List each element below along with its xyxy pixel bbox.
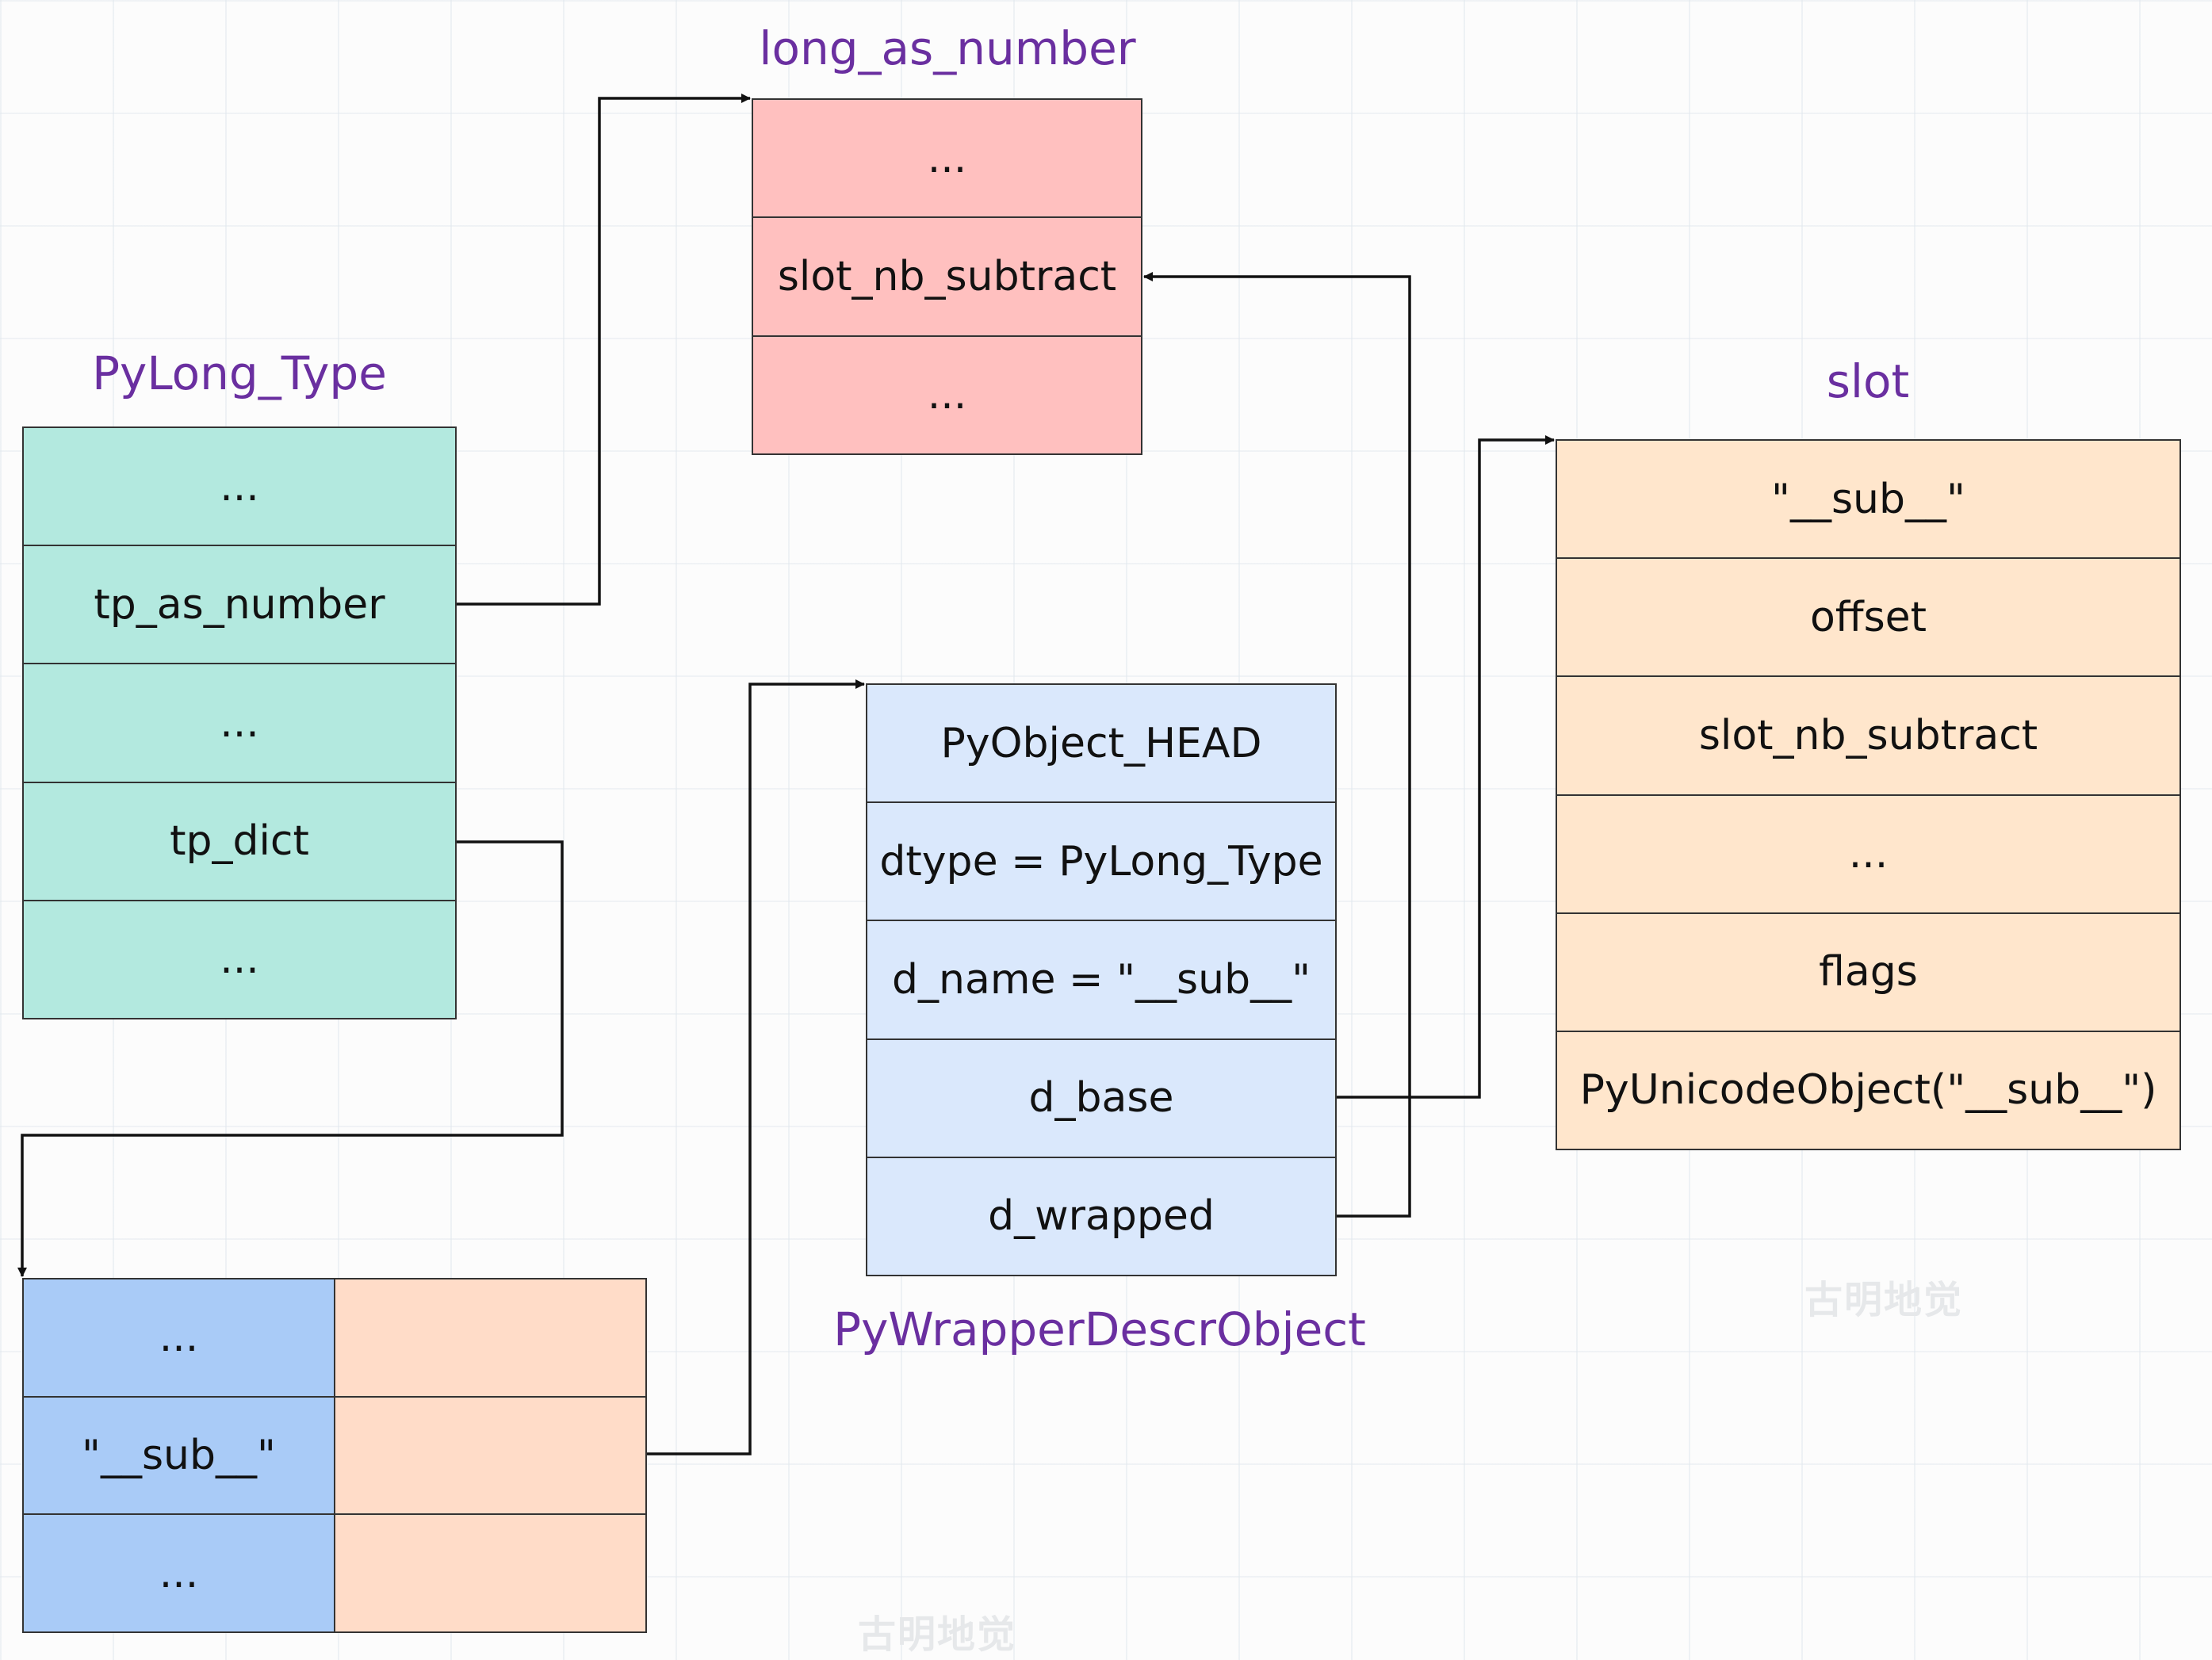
watermark: 古明地觉: [1804, 1278, 1964, 1322]
slot-cell: ...: [1557, 794, 2179, 912]
long-as-number-table: ... slot_nb_subtract ...: [752, 98, 1142, 455]
wrapper-descr-cell: d_base: [867, 1038, 1335, 1157]
dict-keys-column: ... "__sub__" ...: [24, 1279, 335, 1632]
long-as-number-title: long_as_number: [759, 21, 1136, 75]
slot-cell: offset: [1557, 557, 2179, 676]
wrapper-descr-table: PyObject_HEAD dtype = PyLong_Type d_name…: [866, 683, 1337, 1276]
slot-cell: "__sub__": [1557, 441, 2179, 558]
watermark: 古明地觉: [858, 1612, 1017, 1657]
pylong-type-cell: ...: [24, 899, 455, 1019]
arrow-dict-sub-to-wrapper-descr: [647, 679, 865, 1455]
long-as-number-cell: ...: [753, 335, 1141, 453]
dict-key-cell: "__sub__": [24, 1395, 334, 1514]
slot-table: "__sub__" offset slot_nb_subtract ... fl…: [1556, 439, 2181, 1150]
slot-title: slot: [1826, 354, 1910, 408]
slot-cell: slot_nb_subtract: [1557, 675, 2179, 794]
long-as-number-cell: ...: [753, 100, 1141, 217]
pylong-type-cell: tp_as_number: [24, 545, 455, 664]
pylong-type-cell: ...: [24, 428, 455, 545]
pylong-type-table: ... tp_as_number ... tp_dict ...: [22, 426, 457, 1019]
wrapper-descr-cell: dtype = PyLong_Type: [867, 801, 1335, 920]
dict-value-cell: [335, 1395, 645, 1514]
tp-dict-table: ... "__sub__" ...: [22, 1278, 647, 1633]
pylong-type-cell: ...: [24, 663, 455, 782]
dict-key-cell: ...: [24, 1513, 334, 1632]
arrow-tp-dict-to-dict-table: [17, 840, 564, 1277]
long-as-number-cell: slot_nb_subtract: [753, 216, 1141, 335]
arrow-d-wrapped-to-slot-nb-subtract: [1143, 272, 1411, 1218]
wrapper-descr-cell: PyObject_HEAD: [867, 685, 1335, 802]
wrapper-descr-title: PyWrapperDescrObject: [833, 1302, 1366, 1356]
dict-value-cell: [335, 1513, 645, 1632]
arrow-tp-as-number-to-long-as-number: [457, 94, 751, 606]
slot-cell: PyUnicodeObject("__sub__"): [1557, 1030, 2179, 1149]
pylong-type-cell: tp_dict: [24, 781, 455, 900]
pylong-type-title: PyLong_Type: [92, 346, 387, 400]
wrapper-descr-cell: d_name = "__sub__": [867, 920, 1335, 1038]
dict-key-cell: ...: [24, 1279, 334, 1396]
slot-cell: flags: [1557, 912, 2179, 1031]
dict-values-column: [335, 1279, 645, 1632]
arrow-d-base-to-slot: [1337, 435, 1555, 1099]
wrapper-descr-cell: d_wrapped: [867, 1156, 1335, 1276]
dict-value-cell: [335, 1279, 645, 1396]
